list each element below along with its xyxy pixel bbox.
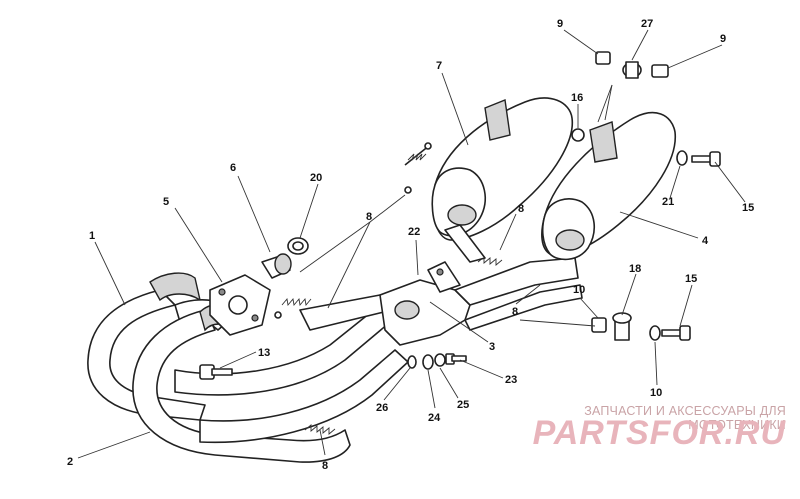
callout-9-left: 9 — [557, 18, 563, 30]
callout-27: 27 — [641, 18, 653, 30]
bracket-22 — [427, 261, 461, 293]
rubber-27 — [622, 61, 642, 79]
nut-16 — [571, 128, 585, 142]
callout-7: 7 — [436, 60, 442, 72]
washer-10-lower — [649, 325, 661, 341]
screw-10-upper — [591, 317, 607, 333]
gasket-20 — [287, 237, 309, 255]
spring-8-left — [274, 297, 312, 319]
screw-9-right — [651, 64, 669, 78]
watermark-caption: ЗАПЧАСТИ И АКСЕССУАРЫ ДЛЯ МОТОТЕХНИКИ — [584, 404, 786, 432]
bush-25 — [434, 353, 446, 367]
callout-6: 6 — [230, 162, 236, 174]
washer-26 — [407, 355, 417, 369]
callout-22: 22 — [408, 226, 420, 238]
callout-9-right: 9 — [720, 33, 726, 45]
screw-15-lower — [661, 325, 691, 341]
callout-8-bottom: 8 — [322, 460, 328, 472]
watermark-logo: PARTSFOR.RU — [532, 414, 786, 452]
callout-23: 23 — [505, 374, 517, 386]
callout-3: 3 — [489, 341, 495, 353]
collector-3 — [379, 257, 583, 346]
callout-8-right: 8 — [518, 203, 524, 215]
leader-lines — [77, 29, 746, 459]
callout-20: 20 — [310, 172, 322, 184]
callout-8-mid: 8 — [512, 306, 518, 318]
bush-6 — [261, 253, 292, 279]
callout-26: 26 — [376, 402, 388, 414]
callout-18: 18 — [629, 263, 641, 275]
callout-21: 21 — [662, 196, 674, 208]
screw-9-left — [595, 51, 611, 65]
callout-2: 2 — [67, 456, 73, 468]
callout-13: 13 — [258, 347, 270, 359]
callout-10-lower: 10 — [650, 387, 662, 399]
callout-5: 5 — [163, 196, 169, 208]
spring-8-lower — [304, 424, 336, 435]
mid-pipes — [174, 294, 409, 444]
callout-1: 1 — [89, 230, 95, 242]
callout-15-upper: 15 — [742, 202, 754, 214]
callout-25: 25 — [457, 399, 469, 411]
callouts: 1 2 3 4 5 6 7 8 8 8 8 9 9 10 10 13 15 15… — [67, 18, 754, 472]
screw-15-upper — [691, 151, 721, 167]
washer-21 — [676, 150, 688, 166]
callout-15-lower: 15 — [685, 273, 697, 285]
silencer-7 — [431, 97, 574, 263]
callout-16: 16 — [571, 92, 583, 104]
rubber-18 — [612, 312, 632, 341]
screw-13 — [199, 364, 233, 380]
washer-24 — [422, 354, 434, 370]
callout-8-top: 8 — [366, 211, 372, 223]
screw-23 — [445, 353, 467, 365]
callout-10-upper: 10 — [573, 284, 585, 296]
callout-4: 4 — [702, 235, 709, 247]
spring-8-upper — [404, 142, 432, 194]
silencer-4 — [541, 111, 676, 261]
flange-5 — [209, 274, 271, 336]
callout-24: 24 — [428, 412, 441, 424]
